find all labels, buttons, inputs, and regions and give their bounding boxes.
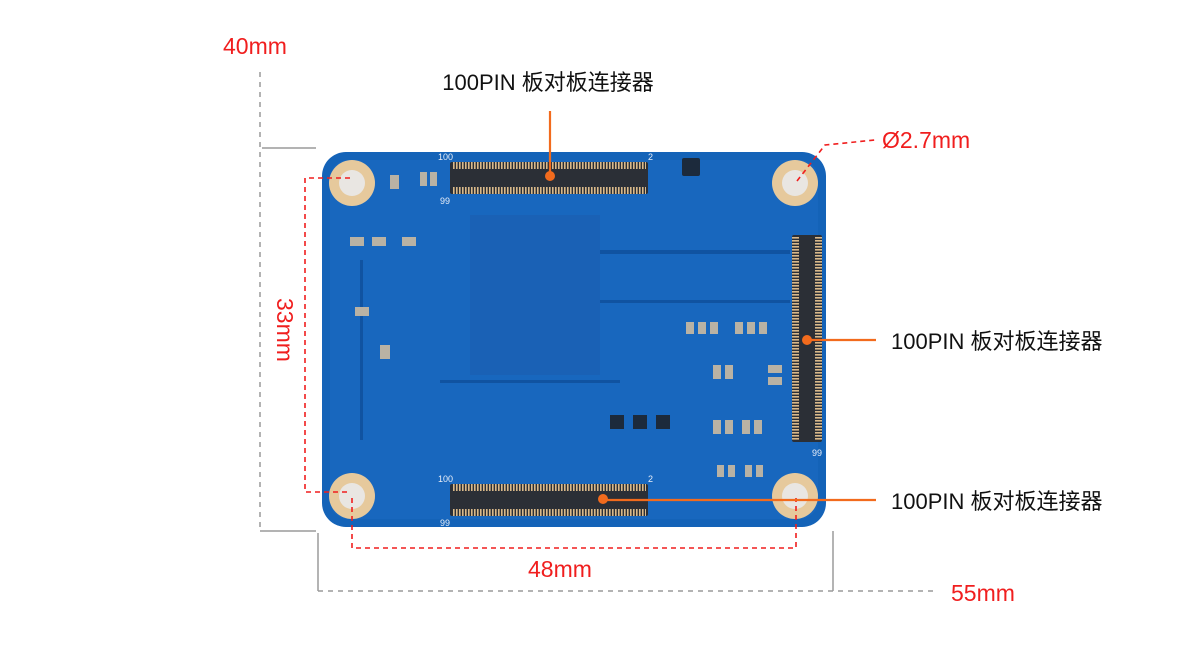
silk-pin-2-bottom: 2 bbox=[648, 474, 653, 484]
callout-right-connector: 100PIN 板对板连接器 bbox=[891, 329, 1103, 354]
mounting-hole-bottom-left bbox=[329, 473, 375, 519]
silkscreen-labels: 100 2 99 100 2 99 99 bbox=[438, 152, 822, 528]
mounting-hole-bottom-right bbox=[772, 473, 818, 519]
silk-pin-99-bottom: 99 bbox=[440, 518, 450, 528]
dimension-hole-horizontal: 48mm bbox=[528, 556, 592, 582]
silk-pin-100-bottom: 100 bbox=[438, 474, 453, 484]
silk-pin-99-top: 99 bbox=[440, 196, 450, 206]
callout-dots bbox=[545, 171, 812, 504]
pcb-board bbox=[322, 152, 826, 527]
callout-top-connector: 100PIN 板对板连接器 bbox=[442, 70, 654, 95]
silk-pin-100-top: 100 bbox=[438, 152, 453, 162]
callout-lines bbox=[548, 111, 876, 502]
connector-bottom bbox=[450, 484, 648, 516]
dimension-height-total: 40mm bbox=[223, 33, 287, 59]
silk-pin-99-right: 99 bbox=[812, 448, 822, 458]
outer-dimension-lines bbox=[259, 72, 935, 592]
mounting-hole-top-right bbox=[772, 160, 818, 206]
dimension-hole-diameter: Ø2.7mm bbox=[882, 127, 970, 153]
mounting-holes bbox=[329, 160, 818, 519]
callout-bottom-connector: 100PIN 板对板连接器 bbox=[891, 489, 1103, 514]
dimension-width-total: 55mm bbox=[951, 580, 1015, 606]
silk-pin-2-top: 2 bbox=[648, 152, 653, 162]
smd-components bbox=[350, 172, 782, 477]
mounting-hole-top-left bbox=[329, 160, 375, 206]
dimension-hole-vertical: 33mm bbox=[272, 298, 298, 362]
red-dimension-lines bbox=[304, 139, 876, 549]
